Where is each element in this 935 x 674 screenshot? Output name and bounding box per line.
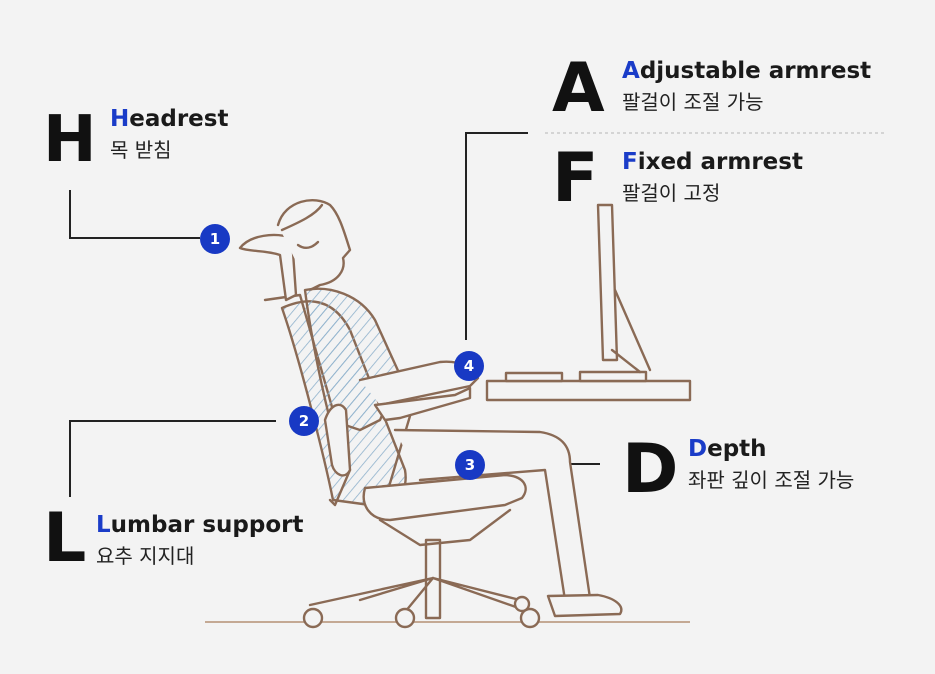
- label-headrest-title: Headrest: [110, 108, 228, 131]
- label-adjustable-sub: 팔걸이 조절 가능: [622, 90, 764, 114]
- armrest-shape: [373, 386, 472, 422]
- label-headrest-sub: 목 받침: [110, 138, 172, 162]
- desk: [485, 370, 692, 402]
- label-adjustable-title: Adjustable armrest: [622, 60, 871, 83]
- leader-line-headrest: [69, 190, 200, 239]
- headrest-initial: H: [110, 106, 130, 132]
- headrest-title-rest: eadrest: [129, 106, 229, 132]
- letter-l: L: [43, 499, 87, 578]
- leader-line-armrest: [465, 132, 528, 340]
- label-lumbar-support: Lumbar support 요추 지지대: [96, 514, 303, 568]
- chair-base: [302, 538, 541, 629]
- adjustable-initial: A: [622, 58, 640, 84]
- label-lumbar-title: Lumbar support: [96, 514, 303, 537]
- label-depth: Depth 좌판 깊이 조절 가능: [688, 438, 855, 492]
- fixed-initial: F: [622, 149, 638, 175]
- lumbar-title-rest: umbar support: [110, 512, 304, 538]
- lumbar-initial: L: [96, 512, 111, 538]
- letter-a: A: [552, 49, 605, 128]
- depth-initial: D: [688, 436, 708, 462]
- label-adjustable-armrest: Adjustable armrest 팔걸이 조절 가능: [622, 60, 871, 114]
- marker-1: 1: [200, 224, 230, 254]
- marker-4: 4: [454, 351, 484, 381]
- label-depth-title: Depth: [688, 438, 854, 461]
- label-depth-sub: 좌판 깊이 조절 가능: [688, 468, 855, 492]
- seat-shape: [362, 473, 527, 522]
- marker-2: 2: [289, 406, 319, 436]
- label-fixed-title: Fixed armrest: [622, 151, 803, 174]
- fixed-title-rest: ixed armrest: [637, 149, 803, 175]
- label-fixed-armrest: Fixed armrest 팔걸이 고정: [622, 151, 803, 205]
- letter-h: H: [43, 103, 97, 177]
- depth-title-rest: epth: [707, 436, 767, 462]
- seat-underside: [378, 508, 512, 547]
- person-legs: [393, 428, 623, 618]
- adjustable-title-rest: djustable armrest: [639, 58, 872, 84]
- person-head: [276, 198, 352, 292]
- marker-3: 3: [455, 450, 485, 480]
- label-lumbar-sub: 요추 지지대: [96, 544, 195, 568]
- label-headrest: Headrest 목 받침: [110, 108, 228, 162]
- leader-line-lumbar: [69, 420, 276, 497]
- headrest-shape: [238, 233, 298, 302]
- label-fixed-sub: 팔걸이 고정: [622, 181, 721, 205]
- letter-d: D: [622, 430, 679, 509]
- lumbar-pad: [323, 403, 352, 477]
- letter-f: F: [552, 139, 599, 218]
- monitor: [596, 203, 652, 374]
